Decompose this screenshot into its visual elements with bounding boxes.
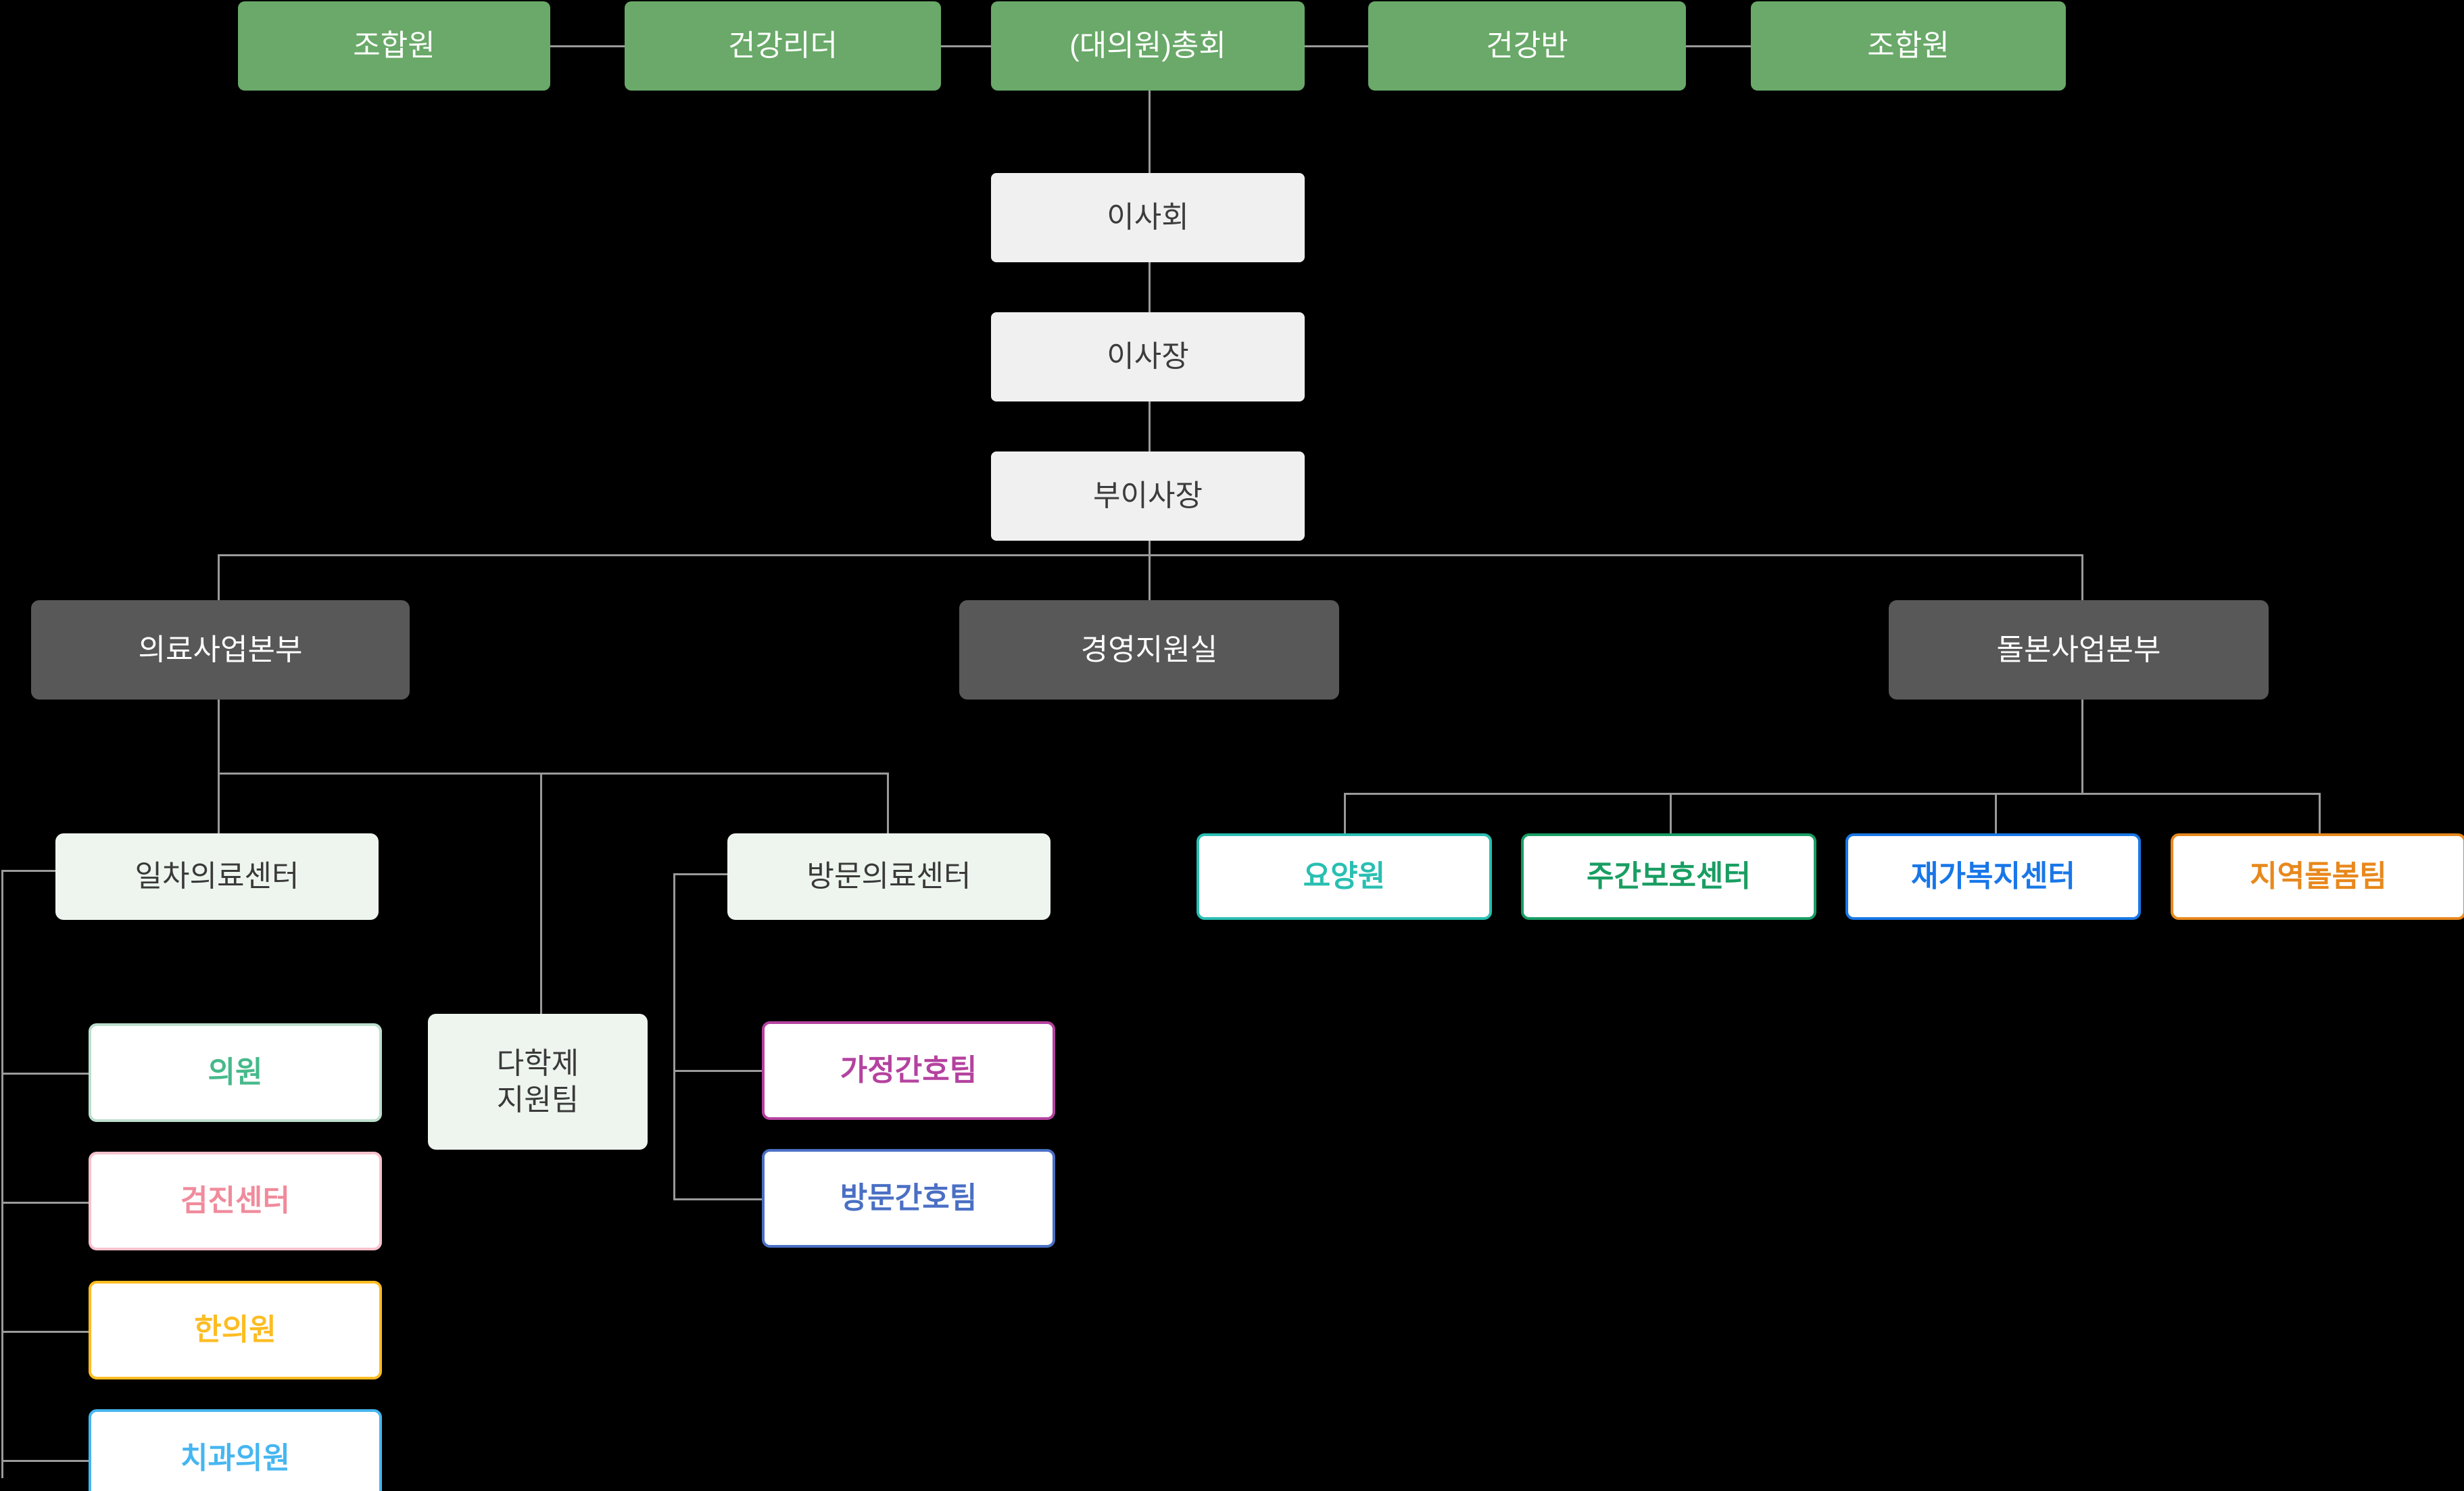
node-vice-chairman-label: 부이사장 (1093, 479, 1203, 513)
connector-bus-to-medical-division (218, 554, 220, 600)
node-health-leader-label: 건강리더 (728, 29, 838, 63)
connector-bus-to-primary-care-center (218, 773, 220, 833)
node-checkup-center-label: 검진센터 (180, 1184, 290, 1218)
node-home-visit-center[interactable]: 방문의료센터 (727, 833, 1050, 920)
node-dental-clinic-label: 치과의원 (180, 1442, 290, 1475)
node-visiting-nursing-team-label: 방문간호팀 (840, 1181, 977, 1215)
node-home-visit-center-label: 방문의료센터 (806, 860, 971, 894)
node-health-group[interactable]: 건강반 (1368, 1, 1686, 91)
node-clinic[interactable]: 의원 (89, 1023, 382, 1122)
connector-care-division-drop (2081, 700, 2083, 794)
connector-bus-to-home-welfare-center (1995, 793, 1997, 833)
connector-bus-to-multidisciplinary-team (540, 773, 542, 1025)
node-primary-care-center-label: 일차의료센터 (135, 860, 299, 894)
node-multidisciplinary-team-label: 다학제 지원팀 (496, 1046, 579, 1117)
node-chairman[interactable]: 이사장 (991, 312, 1305, 401)
node-korean-medicine-clinic[interactable]: 한의원 (89, 1281, 382, 1379)
connector-board-to-chairman (1149, 262, 1151, 320)
node-day-care-center-label: 주간보호센터 (1587, 860, 1751, 894)
node-care-division-label: 돌본사업본부 (1996, 633, 2161, 666)
node-management-office-label: 경영지원실 (1080, 633, 1218, 666)
node-nursing-home-label: 요양원 (1303, 860, 1386, 894)
connector-bus-to-day-care-center (1670, 793, 1672, 833)
connector-trunk-to-visiting-nursing-team (673, 1198, 762, 1200)
node-board-of-directors-label: 이사회 (1107, 201, 1189, 235)
connector-bus-to-home-visit-center (887, 773, 889, 833)
node-care-division[interactable]: 돌본사업본부 (1889, 600, 2269, 700)
node-board-of-directors[interactable]: 이사회 (991, 173, 1305, 262)
node-nursing-home[interactable]: 요양원 (1197, 833, 1492, 920)
connector-bus-to-local-care-team (2319, 793, 2321, 833)
node-day-care-center[interactable]: 주간보호센터 (1521, 833, 1816, 920)
node-health-group-label: 건강반 (1486, 29, 1568, 63)
node-health-leader[interactable]: 건강리더 (625, 1, 941, 91)
connector-chairman-to-vice-chairman (1149, 401, 1151, 460)
connector-care-children-bus (1344, 793, 2321, 795)
connector-health-leader-to-assembly (941, 45, 991, 47)
connector-medical-division-drop (218, 700, 220, 774)
node-home-welfare-center-label: 재가복지센터 (1911, 860, 2075, 894)
connector-home-visit-trunk (673, 873, 675, 1200)
connector-trunk-to-korean-medicine-clinic (1, 1331, 89, 1333)
node-home-welfare-center[interactable]: 재가복지센터 (1845, 833, 2141, 920)
node-medical-division[interactable]: 의료사업본부 (31, 600, 410, 700)
node-visiting-nursing-team[interactable]: 방문간호팀 (762, 1149, 1055, 1248)
connector-trunk-to-home-nursing-team (673, 1070, 762, 1072)
connector-division-bus (218, 554, 2083, 556)
connector-medical-children-bus (218, 773, 889, 775)
connector-health-group-to-member-right (1686, 45, 1751, 47)
connector-bus-to-care-division (2081, 554, 2083, 600)
node-local-care-team[interactable]: 지역돌봄팀 (2171, 833, 2464, 920)
connector-home-visit-stub (673, 873, 729, 875)
node-korean-medicine-clinic-label: 한의원 (194, 1313, 276, 1347)
node-member-left[interactable]: 조합원 (238, 1, 550, 91)
node-chairman-label: 이사장 (1107, 340, 1189, 374)
connector-primary-care-stub (1, 870, 55, 872)
node-member-right[interactable]: 조합원 (1751, 1, 2066, 91)
node-primary-care-center[interactable]: 일차의료센터 (55, 833, 379, 920)
node-local-care-team-label: 지역돌봄팀 (2250, 860, 2387, 894)
connector-trunk-to-dental-clinic (1, 1460, 89, 1462)
node-member-right-label: 조합원 (1867, 29, 1950, 63)
node-dental-clinic[interactable]: 치과의원 (89, 1409, 382, 1491)
connector-assembly-to-health-group (1305, 45, 1368, 47)
node-general-assembly[interactable]: (대의원)총회 (991, 1, 1305, 91)
node-member-left-label: 조합원 (353, 29, 435, 63)
node-vice-chairman[interactable]: 부이사장 (991, 451, 1305, 541)
connector-assembly-to-board (1149, 91, 1151, 173)
connector-trunk-to-clinic (1, 1073, 89, 1075)
node-multidisciplinary-team[interactable]: 다학제 지원팀 (428, 1014, 648, 1150)
node-general-assembly-label: (대의원)총회 (1069, 29, 1226, 63)
node-medical-division-label: 의료사업본부 (138, 633, 303, 666)
node-home-nursing-team-label: 가정간호팀 (840, 1054, 977, 1087)
connector-primary-care-trunk (1, 870, 3, 1478)
connector-member-left-to-health-leader (550, 45, 625, 47)
connector-bus-to-nursing-home (1344, 793, 1346, 833)
node-management-office[interactable]: 경영지원실 (959, 600, 1339, 700)
node-clinic-label: 의원 (208, 1056, 263, 1090)
node-home-nursing-team[interactable]: 가정간호팀 (762, 1021, 1055, 1120)
connector-trunk-to-checkup-center (1, 1202, 89, 1204)
connector-bus-to-management-office (1149, 554, 1151, 600)
node-checkup-center[interactable]: 검진센터 (89, 1152, 382, 1250)
